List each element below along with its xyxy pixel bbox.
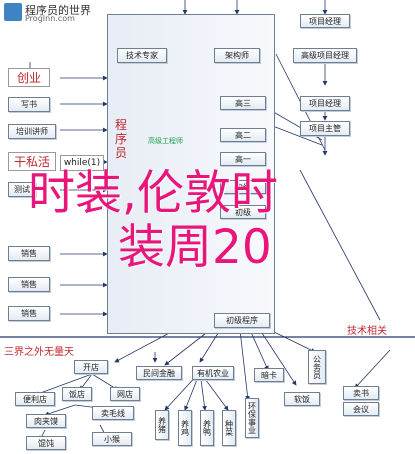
- section2-right-civil: 公务员: [308, 350, 326, 384]
- left-item-startup: 创业: [8, 68, 50, 87]
- center-subtitle: 高级工程师: [148, 137, 183, 145]
- right-item-senior-pm: 高级项目经理: [293, 48, 357, 63]
- section2-right-soft: 软饭: [284, 392, 320, 406]
- watermark-subtitle: ProgInn.com: [25, 14, 75, 23]
- section2-right-meeting: 会议: [343, 402, 379, 416]
- stack-box-1: 高三: [220, 96, 266, 110]
- watermark-title: 程序员的世界: [25, 4, 91, 17]
- logo-icon: [4, 3, 22, 21]
- watermark: 程序员的世界 ProgInn.com: [0, 0, 415, 23]
- code-callout: while(1): [60, 155, 104, 171]
- section2-title: 三界之外无量天: [4, 347, 74, 358]
- left-item-freelance: 干私活: [8, 152, 56, 171]
- center-bottom-box: 初级程序: [214, 313, 270, 328]
- section2-l2-yarn: 卖毛线: [92, 406, 134, 420]
- stack-box-4: 中级: [220, 180, 266, 194]
- section2-right-env: 环保事业: [245, 398, 259, 438]
- right-item-supervisor: 项目主管: [300, 121, 350, 136]
- section2-l1-webshop: 网店: [110, 387, 140, 401]
- left-item-sales-2: 销售: [8, 277, 50, 292]
- section2-right-dark: 暗卡: [254, 368, 284, 382]
- section2-mid-finance: 民间金融: [136, 366, 182, 380]
- center-top-box-architect: 架构师: [214, 48, 260, 63]
- right-item-pm-2: 项目经理: [300, 96, 350, 111]
- section2-vert-pig: 养猪: [155, 410, 169, 440]
- section2-mid-organic: 有机农业: [192, 366, 234, 380]
- overlay-line-2: 装周20: [118, 220, 272, 275]
- center-vertical-title: 程序员: [114, 118, 127, 160]
- stack-box-3: 高一: [220, 152, 266, 166]
- left-item-sales-3: 销售: [8, 306, 50, 321]
- section2-vert-chicken: 养鸡: [178, 410, 192, 446]
- section2-l1-store: 便利店: [15, 392, 55, 406]
- section2-l3-monkey: 小猴: [92, 432, 132, 446]
- section2-l2-wonton: 馄饨: [26, 436, 66, 450]
- left-item-write-book: 写书: [8, 97, 50, 112]
- stack-box-5: 初级: [220, 205, 266, 219]
- left-item-sales-1: 销售: [8, 246, 50, 261]
- section2-vert-duck: 养鸭: [200, 410, 214, 446]
- stack-box-2: 高二: [220, 128, 266, 142]
- section2-root: 开店: [74, 360, 108, 374]
- top-header: 技术相关: [347, 326, 387, 337]
- left-item-test: 测试: [8, 182, 36, 197]
- overlay-line-1: 时装,伦敦时: [28, 166, 278, 221]
- section2-l1-restaurant: 饭店: [62, 387, 92, 401]
- center-top-box-expert: 技术专家: [117, 48, 167, 63]
- left-item-lecturer: 培训讲师: [8, 124, 56, 139]
- section2-vert-veg: 种菜: [222, 410, 236, 446]
- section2-right-scalper: 卖书: [343, 386, 379, 400]
- center-panel: [107, 14, 275, 334]
- right-item-pm-1: 项目经理: [300, 14, 350, 28]
- section2-l2-roujiamo: 肉夹馍: [26, 414, 66, 428]
